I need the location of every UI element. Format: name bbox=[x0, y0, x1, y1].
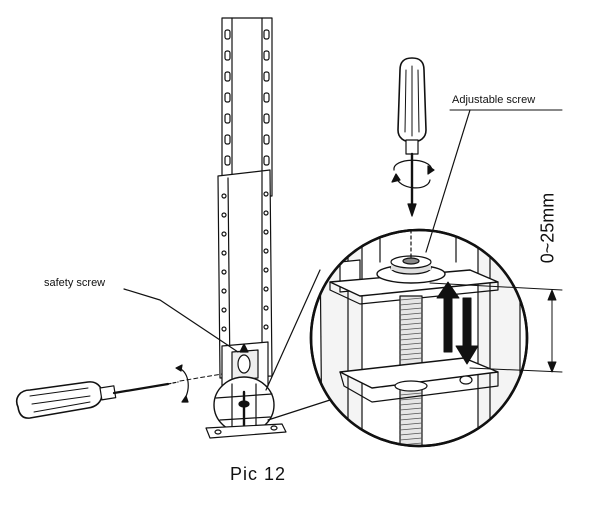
thread-line bbox=[399, 357, 423, 361]
thread-line bbox=[399, 312, 423, 316]
thread-line bbox=[399, 407, 423, 411]
post-hole bbox=[221, 288, 227, 294]
post-hole bbox=[221, 269, 227, 275]
thread-line bbox=[399, 412, 423, 416]
thread-line bbox=[399, 347, 423, 351]
thread-line bbox=[399, 437, 423, 441]
thread-line bbox=[399, 317, 423, 321]
screwdriver-icon bbox=[15, 364, 223, 419]
post-slot bbox=[263, 134, 270, 145]
post-slot bbox=[224, 71, 231, 82]
post-hole bbox=[221, 231, 227, 237]
zoom-leader-bottom bbox=[267, 399, 331, 421]
rotate-arrows-icon bbox=[393, 159, 433, 171]
safety-screw-label: safety screw bbox=[44, 277, 106, 289]
thread-line bbox=[399, 307, 423, 311]
post-hole bbox=[221, 212, 227, 218]
post-hole bbox=[263, 229, 269, 235]
post-slot bbox=[224, 134, 231, 145]
post-slot bbox=[263, 71, 270, 82]
post-hole bbox=[263, 191, 269, 197]
post-slot bbox=[224, 29, 231, 40]
thread-line bbox=[399, 432, 423, 436]
post-slot bbox=[263, 155, 270, 166]
post-slot bbox=[224, 92, 231, 103]
post-hole bbox=[221, 326, 227, 332]
thread-line bbox=[399, 337, 423, 341]
post-hole bbox=[221, 193, 227, 199]
thread-line bbox=[399, 342, 423, 346]
post-slot bbox=[224, 50, 231, 61]
thread-line bbox=[399, 302, 423, 306]
post-hole bbox=[263, 248, 269, 254]
range-label: 0~25mm bbox=[537, 192, 558, 264]
thread-line bbox=[399, 332, 423, 336]
zoom-detail bbox=[309, 228, 529, 448]
post-slot bbox=[263, 29, 270, 40]
zoom-leader-top bbox=[265, 269, 321, 391]
thread-line bbox=[399, 397, 423, 401]
thread-line bbox=[399, 392, 423, 396]
figure-caption: Pic 12 bbox=[230, 464, 287, 484]
thread-line bbox=[399, 417, 423, 421]
up-down-arrows-icon bbox=[436, 281, 479, 365]
post-hole bbox=[221, 307, 227, 313]
thread-line bbox=[399, 427, 423, 431]
post-hole bbox=[263, 305, 269, 311]
post-hole bbox=[263, 267, 269, 273]
post-slot bbox=[263, 50, 270, 61]
thread-line bbox=[399, 422, 423, 426]
post-slot bbox=[263, 113, 270, 124]
screwdriver-icon bbox=[391, 57, 435, 217]
thread-line bbox=[399, 297, 423, 301]
shelf-post bbox=[205, 17, 287, 439]
post-hole bbox=[263, 324, 269, 330]
thread-line bbox=[399, 352, 423, 356]
safety-screw-leader bbox=[123, 288, 239, 353]
post-slot bbox=[224, 113, 231, 124]
adjustable-screw-label: Adjustable screw bbox=[452, 94, 536, 106]
post-slot bbox=[263, 92, 270, 103]
post-hole bbox=[221, 250, 227, 256]
adjustable-screw-leader bbox=[425, 109, 471, 253]
post-hole bbox=[263, 210, 269, 216]
thread-line bbox=[399, 327, 423, 331]
post-hole bbox=[263, 286, 269, 292]
post-slot bbox=[224, 155, 231, 166]
thread-line bbox=[399, 322, 423, 326]
rotate-arrows-icon bbox=[177, 367, 189, 401]
thread-line bbox=[399, 402, 423, 406]
range-dimension bbox=[429, 282, 563, 373]
